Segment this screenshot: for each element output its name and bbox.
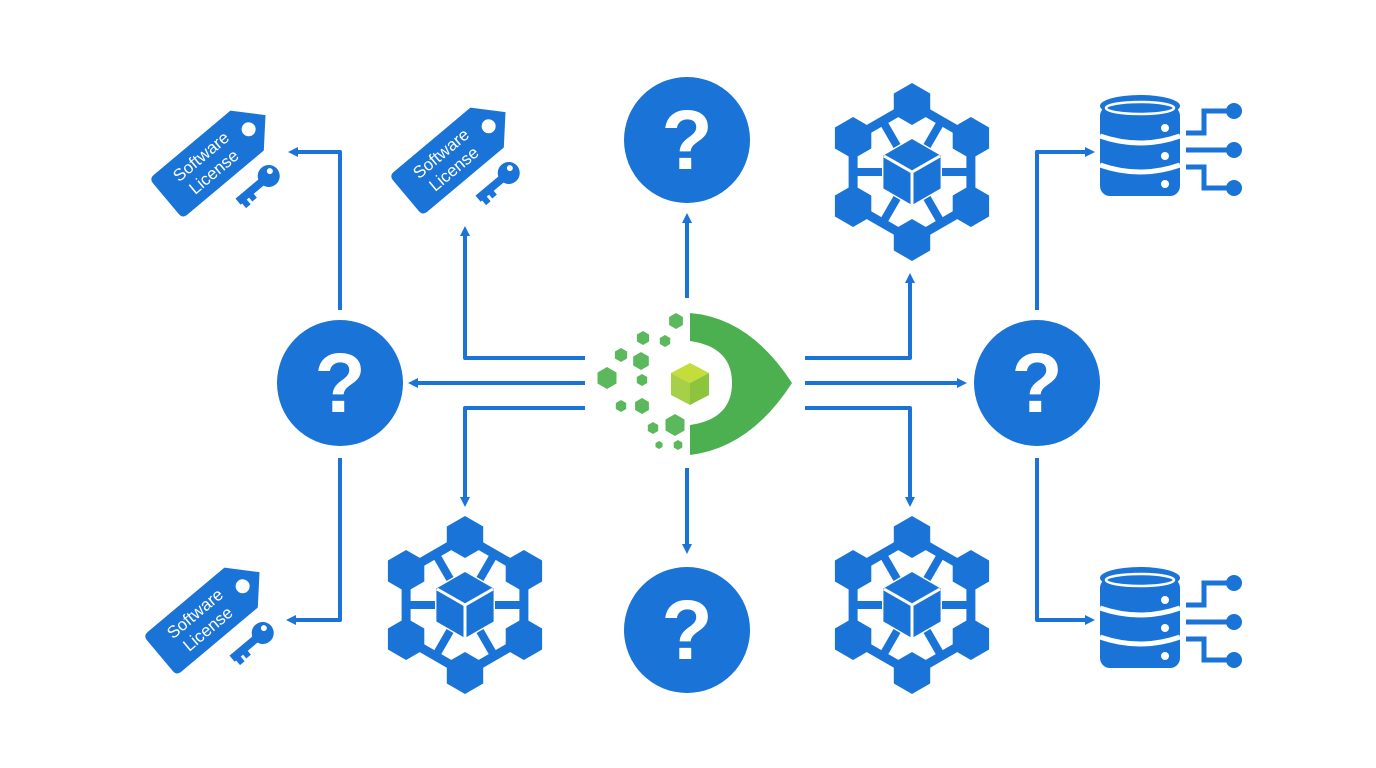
connection-node [1226, 575, 1242, 591]
key-icon [475, 162, 520, 206]
license-tag-icon [391, 107, 506, 214]
hexagon-cell [505, 550, 543, 592]
hexagon-cell [387, 618, 425, 660]
connector-arrow [805, 406, 915, 507]
connection-node [1226, 180, 1242, 196]
question-node-top: ? [624, 77, 750, 203]
hexagon-cell [834, 618, 872, 660]
license-tag-icon [151, 110, 266, 217]
cube-icon [883, 572, 941, 638]
logo-cube-icon [671, 363, 709, 405]
hexagon-cell [834, 550, 872, 592]
connection-node [1226, 652, 1242, 668]
hexagon-cube-network-icon [834, 83, 990, 261]
connection-node [1226, 142, 1242, 158]
logo-hexagon [635, 398, 649, 414]
question-node-bottom: ? [624, 567, 750, 693]
license-node-top-left: Software License [151, 110, 280, 217]
hexagon-cell [446, 516, 484, 558]
connector-arrow [805, 273, 915, 360]
hexagon-cube-network-icon [387, 516, 543, 694]
connector-arrow [460, 406, 585, 507]
hexagon-cell [893, 652, 931, 694]
hexagon-cell [834, 117, 872, 159]
hexagon-cell [893, 516, 931, 558]
hexagon-cell [952, 185, 990, 227]
connector-arrow [460, 226, 585, 360]
connection-node [1226, 103, 1242, 119]
connector-arrow [1035, 458, 1095, 625]
logo-hexagon [673, 440, 683, 450]
question-mark: ? [1011, 336, 1062, 430]
license-node-top-inner: Software License [391, 107, 520, 214]
cube-icon [436, 572, 494, 638]
logo-hexagon [669, 313, 683, 329]
key-icon [235, 165, 280, 209]
logo-hexagon [659, 335, 671, 347]
question-circle-icon [974, 320, 1100, 446]
logo-hexagon [636, 374, 648, 386]
logo-hexagon [633, 352, 649, 370]
connector-arrow [286, 458, 342, 625]
connection-node [1226, 614, 1242, 630]
license-tag-icon [145, 567, 260, 674]
hexagon-cell [446, 652, 484, 694]
logo-hexagon [615, 400, 627, 412]
connector-arrow [288, 147, 342, 310]
hexagon-cell [952, 618, 990, 660]
logo-hexagon [655, 441, 663, 449]
license-node-bottom-left: Software License [145, 567, 274, 674]
hexagon-cell [893, 83, 931, 125]
logo-arc-shape [690, 313, 792, 455]
question-node-left: ? [277, 320, 403, 446]
question-circle-icon [624, 567, 750, 693]
logo-hexagon [597, 367, 617, 389]
hexagon-cell [952, 550, 990, 592]
connector-arrow [1035, 147, 1095, 310]
database-connections-icon [1099, 567, 1242, 668]
question-node-right: ? [974, 320, 1100, 446]
hexagon-cube-network-icon [834, 516, 990, 694]
question-circle-icon [277, 320, 403, 446]
question-mark: ? [314, 336, 365, 430]
logo-hexagon [614, 348, 628, 362]
key-icon [229, 622, 274, 666]
hexagon-cell [893, 219, 931, 261]
cube-icon [883, 139, 941, 205]
question-mark: ? [661, 583, 712, 677]
question-circle-icon [624, 77, 750, 203]
question-mark: ? [661, 93, 712, 187]
hexagon-cell [834, 185, 872, 227]
hexagon-cell [952, 117, 990, 159]
logo-hexagon [636, 331, 650, 345]
logo-hexagon [647, 422, 659, 434]
logo-hexagon [665, 414, 685, 436]
database-connections-icon [1099, 95, 1242, 196]
hexagon-cell [387, 550, 425, 592]
center-logo [597, 313, 792, 455]
hexagon-cell [505, 618, 543, 660]
